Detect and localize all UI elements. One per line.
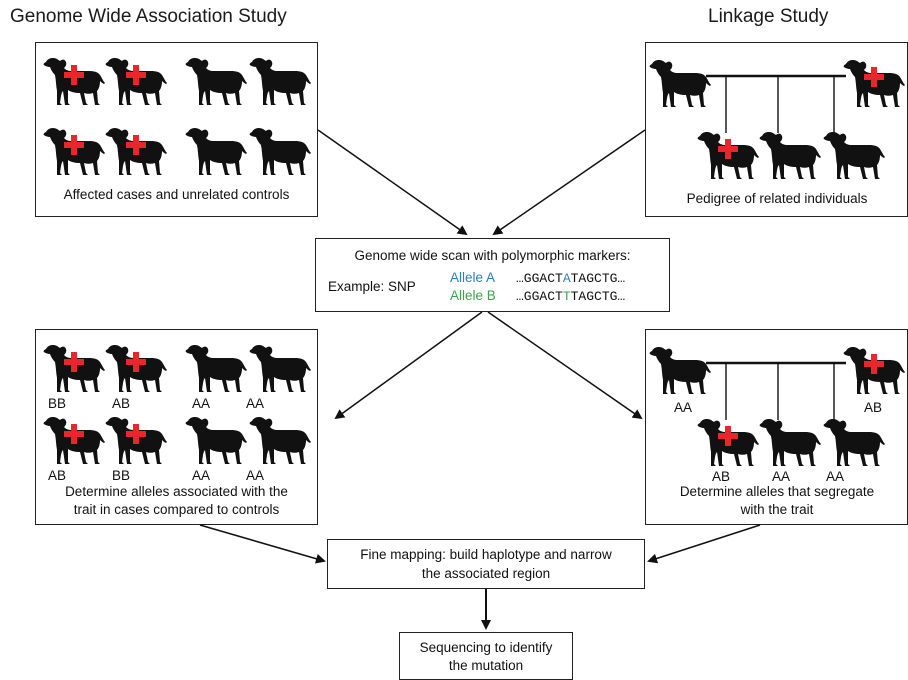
arrow-scan-to-linkage	[487, 311, 643, 420]
affected-cross-icon	[718, 426, 738, 446]
scan-heading: Genome wide scan with polymorphic marker…	[354, 248, 631, 263]
linkage-top-caption: Pedigree of related individuals	[686, 191, 868, 206]
affected-cross-icon	[718, 139, 738, 159]
gwas-genotype-box: BB AB AA AA AB BB AA AA Determine allele…	[35, 329, 318, 525]
dog-affected	[42, 123, 106, 182]
genotype-label: AA	[674, 400, 693, 415]
genotype-label: BB	[112, 468, 131, 483]
dog-affected	[104, 123, 168, 182]
gwas-title: Genome Wide Association Study	[10, 6, 287, 27]
arrow-scan-to-gwas	[334, 311, 483, 420]
gwas-mid-caption-1: Determine alleles associated with the	[65, 484, 288, 499]
dog-affected	[104, 412, 168, 471]
gwas-top-caption: Affected cases and unrelated controls	[63, 187, 290, 202]
affected-cross-icon	[64, 65, 84, 85]
allele-b-base: T	[562, 289, 571, 304]
sequencing-line-2: the mutation	[448, 658, 524, 673]
scan-example-label: Example: SNP	[328, 279, 416, 294]
dog-child-affected	[696, 414, 760, 473]
arrow-gwas-to-scan	[317, 129, 468, 236]
fine-mapping-box: Fine mapping: build haplotype and narrow…	[327, 539, 645, 589]
linkage-mid-caption-1: Determine alleles that segregate	[679, 484, 875, 499]
affected-cross-icon	[126, 424, 146, 444]
dog-affected	[42, 412, 106, 471]
arrow-linkage-to-fine	[647, 524, 761, 564]
affected-cross-icon	[64, 424, 84, 444]
affected-cross-icon	[126, 135, 146, 155]
genotype-label: AB	[864, 400, 883, 415]
gwas-cases-controls-box: Affected cases and unrelated controls	[35, 42, 318, 217]
dog-affected	[42, 53, 106, 112]
affected-cross-icon	[64, 135, 84, 155]
genotype-label: AA	[246, 396, 265, 411]
gwas-mid-caption-2: trait in cases compared to controls	[73, 502, 280, 517]
dog-parent-affected	[842, 55, 906, 114]
linkage-pedigree-box: Pedigree of related individuals	[645, 42, 908, 217]
affected-cross-icon	[864, 354, 884, 374]
linkage-genotype-box: AA AB AB AA AA Determine alleles that se…	[645, 329, 908, 525]
dog-affected	[104, 53, 168, 112]
dog-affected	[42, 340, 106, 399]
pedigree-lines	[706, 74, 846, 133]
sequencing-box: Sequencing to identify the mutation	[399, 632, 573, 680]
affected-cross-icon	[64, 352, 84, 372]
allele-a-base: A	[562, 271, 571, 286]
allele-a-name: Allele A	[450, 270, 496, 285]
genotype-label: AA	[826, 469, 845, 484]
genotype-label: AA	[246, 468, 265, 483]
pedigree-lines	[706, 361, 846, 420]
allele-b-name: Allele B	[450, 288, 496, 303]
genotype-label: BB	[48, 396, 67, 411]
affected-cross-icon	[126, 65, 146, 85]
dog-child-affected	[696, 127, 760, 186]
genotype-label: AA	[192, 468, 211, 483]
genotype-label: AB	[712, 469, 731, 484]
fine-mapping-line-1: Fine mapping: build haplotype and narrow	[360, 547, 612, 562]
dog-parent-affected	[842, 342, 906, 401]
sequencing-line-1: Sequencing to identify	[419, 640, 553, 655]
linkage-mid-caption-2: with the trait	[740, 502, 814, 517]
fine-mapping-line-2: the associated region	[421, 566, 551, 581]
genotype-label: AA	[192, 396, 211, 411]
linkage-title: Linkage Study	[708, 6, 829, 27]
genotype-label: AA	[772, 469, 791, 484]
genotype-label: AB	[112, 396, 131, 411]
dog-affected	[104, 340, 168, 399]
arrow-linkage-to-scan	[492, 129, 646, 236]
arrow-gwas-to-fine	[199, 524, 326, 564]
genome-scan-box: Genome wide scan with polymorphic marker…	[315, 238, 670, 312]
allele-b-sequence: …GGACTTTAGCTG…	[516, 289, 626, 304]
affected-cross-icon	[126, 352, 146, 372]
genotype-label: AB	[48, 468, 67, 483]
allele-a-sequence: …GGACTATAGCTG…	[516, 271, 626, 286]
affected-cross-icon	[864, 67, 884, 87]
